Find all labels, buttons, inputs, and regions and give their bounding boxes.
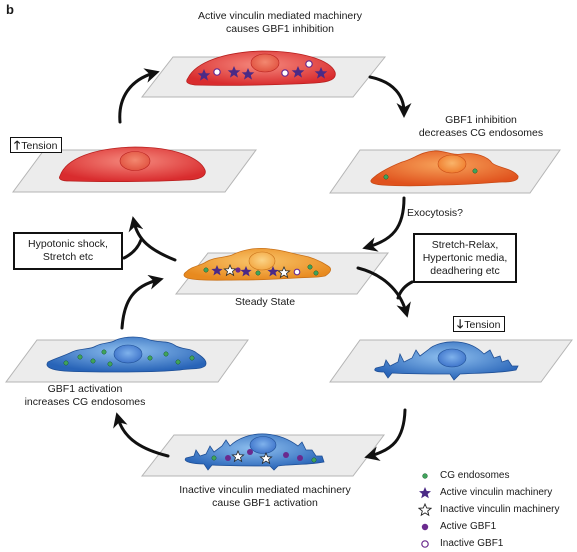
active-vinculin-star	[291, 66, 305, 78]
top-caption-line2: causes GBF1 inhibition	[226, 22, 334, 35]
open-star-icon	[418, 503, 432, 517]
arrow-right-to-center	[362, 196, 406, 252]
active-gbf1	[235, 267, 241, 273]
stretch-box-line3: deadhering etc	[430, 264, 500, 277]
tension-up-label: Tension	[21, 140, 58, 152]
cg-endosome	[101, 349, 107, 355]
right-high-caption-line2: decreases CG endosomes	[418, 126, 544, 139]
top-caption-line1: Active vinculin mediated machinery	[198, 10, 362, 22]
active-vinculin-star	[267, 266, 279, 277]
panel-letter: b	[6, 2, 14, 17]
tension-up-arrow-icon: 🡑	[14, 138, 21, 152]
filled-circle-icon	[421, 523, 429, 531]
legend-label: CG endosomes	[440, 470, 510, 481]
legend-label: Active GBF1	[440, 521, 497, 532]
exocytosis-label: Exocytosis?	[407, 207, 464, 219]
cg-endosome	[107, 361, 113, 367]
arrow-center-to-left-branch	[128, 216, 177, 262]
stretch-box: Stretch-Relax, Hypertonic media, deadher…	[413, 233, 517, 283]
cg-endosome	[77, 354, 83, 360]
tension-down-label: Tension	[464, 319, 501, 331]
cg-endosome	[90, 358, 96, 364]
active-gbf1	[225, 455, 231, 461]
right-high-caption: GBF1 inhibition decreases CG endosomes	[396, 114, 566, 139]
cycle-arrows	[113, 68, 414, 461]
bottom-caption: Inactive vinculin mediated machinery cau…	[160, 484, 370, 509]
arrow-right-low-to-bottom	[364, 408, 407, 461]
tension-up-box: 🡑Tension	[10, 137, 63, 153]
inactive-gbf1	[293, 268, 301, 276]
cg-endosome	[307, 264, 313, 270]
cg-endosome	[63, 360, 69, 366]
inactive-vinculin-star	[259, 451, 273, 465]
active-vinculin-star	[211, 265, 223, 276]
cg-endosome-icon	[422, 473, 428, 479]
arrow-bottom-to-left-low	[113, 412, 170, 458]
stretch-box-line1: Stretch-Relax,	[431, 238, 499, 251]
open-circle-icon	[421, 540, 429, 548]
active-gbf1	[247, 449, 253, 455]
arrow-top-to-right	[368, 75, 412, 118]
bottom-caption-line1: Inactive vinculin mediated machinery	[179, 484, 351, 496]
tension-down-arrow-icon: 🡓	[457, 317, 464, 331]
arrow-stretch-merge	[396, 280, 414, 300]
cg-endosome	[147, 355, 153, 361]
stretch-box-line2: Hypertonic media,	[422, 251, 508, 264]
cg-endosome	[313, 270, 319, 276]
active-gbf1	[283, 452, 289, 458]
active-vinculin-star	[227, 66, 241, 78]
cg-endosome	[211, 455, 217, 461]
arrow-left-to-top	[118, 68, 160, 124]
active-vinculin-star	[197, 69, 211, 81]
legend-label: Active vinculin machinery	[440, 487, 553, 498]
arrow-center-to-right-branch	[356, 266, 411, 318]
cell-left-red	[59, 146, 206, 183]
filled-star-icon	[419, 487, 431, 499]
hypotonic-box: Hypotonic shock, Stretch etc	[13, 232, 123, 270]
cell-bottom-blue	[184, 433, 325, 471]
left-low-caption-line1: GBF1 activation	[47, 383, 123, 395]
bottom-caption-line2: cause GBF1 activation	[212, 496, 318, 509]
cell-left-blue	[46, 336, 207, 373]
hypotonic-box-line1: Hypotonic shock,	[28, 238, 108, 250]
steady-state-label: Steady State	[234, 296, 296, 308]
left-low-caption-line2: increases CG endosomes	[24, 395, 146, 408]
cell-top-red	[186, 50, 336, 86]
inactive-vinculin-star	[231, 449, 245, 463]
top-caption: Active vinculin mediated machinery cause…	[170, 10, 390, 35]
inactive-gbf1	[305, 60, 313, 68]
tension-down-box: 🡓Tension	[453, 316, 506, 332]
inactive-vinculin-star	[223, 263, 237, 277]
cg-endosome	[311, 457, 317, 463]
cell-right-orange	[370, 150, 519, 187]
inactive-gbf1	[281, 69, 289, 77]
inactive-gbf1	[213, 68, 221, 76]
active-vinculin-star	[240, 266, 252, 277]
cg-endosome	[255, 270, 261, 276]
active-vinculin-star	[314, 67, 328, 79]
arrow-hypotonic-merge	[122, 238, 143, 260]
hypotonic-box-line2: Stretch etc	[42, 251, 94, 263]
left-low-caption: GBF1 activation increases CG endosomes	[10, 383, 160, 408]
legend-label: Inactive GBF1	[440, 538, 504, 549]
cg-endosome	[189, 355, 195, 361]
cg-endosome	[472, 168, 478, 174]
legend-label: Inactive vinculin machinery	[440, 504, 560, 515]
active-gbf1	[297, 455, 303, 461]
cg-endosome	[203, 267, 209, 273]
cell-right-blue	[374, 341, 519, 381]
right-high-caption-line1: GBF1 inhibition	[445, 114, 517, 126]
cg-endosome	[175, 359, 181, 365]
active-vinculin-star	[241, 68, 255, 80]
cell-steady-state	[183, 247, 331, 281]
inactive-vinculin-star	[277, 265, 291, 279]
arrow-left-low-to-center	[120, 274, 164, 330]
cg-endosome	[163, 351, 169, 357]
cg-endosome	[383, 174, 389, 180]
